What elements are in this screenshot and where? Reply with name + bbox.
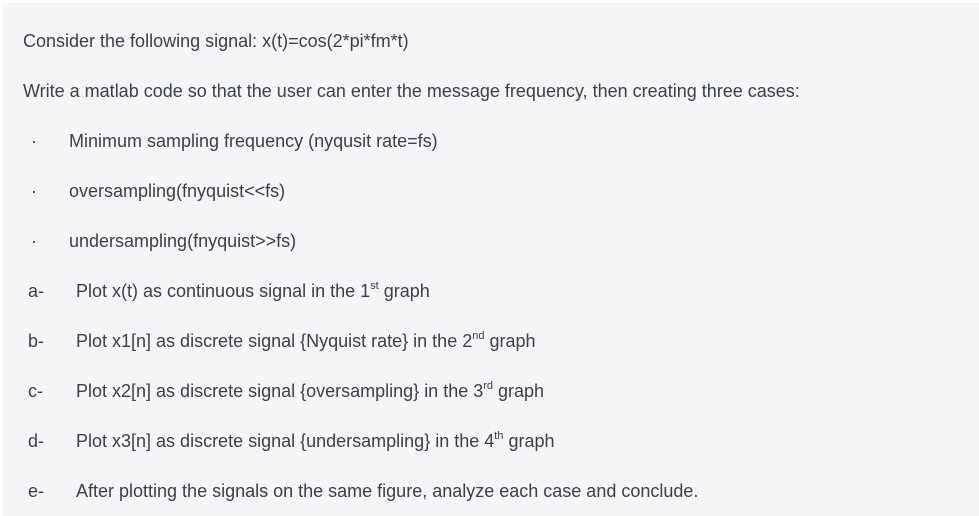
list-item-c: c- Plot x2[n] as discrete signal {oversa…: [23, 381, 959, 402]
item-text-c: Plot x2[n] as discrete signal {oversampl…: [76, 381, 544, 402]
item-text-a-pre: Plot x(t) as continuous signal in the 1: [76, 281, 371, 301]
list-item-a: a- Plot x(t) as continuous signal in the…: [23, 281, 959, 302]
assignment-text-page: Consider the following signal: x(t)=cos(…: [3, 3, 979, 516]
item-ordinal-sup-a: st: [370, 280, 379, 292]
bullet-text-oversampling: oversampling(fnyquist<<fs): [69, 181, 286, 201]
item-ordinal-sup-b: nd: [472, 330, 485, 342]
item-text-e: After plotting the signals on the same f…: [76, 481, 698, 502]
item-text-e-pre: After plotting the signals on the same f…: [76, 481, 699, 501]
item-label-b: b-: [28, 331, 45, 351]
item-ordinal-sup-d: th: [494, 430, 504, 442]
item-text-d-pre: Plot x3[n] as discrete signal {undersamp…: [76, 431, 495, 451]
bullet-text-nyquist: Minimum sampling frequency (nyqusit rate…: [69, 131, 438, 151]
item-label-a: a-: [28, 281, 45, 301]
item-text-c-pre: Plot x2[n] as discrete signal {oversampl…: [76, 381, 484, 401]
bullet-item-oversampling: · oversampling(fnyquist<<fs): [23, 181, 959, 202]
list-item-d: d- Plot x3[n] as discrete signal {unders…: [23, 431, 959, 452]
bullet-dot-icon: ·: [31, 131, 37, 151]
item-text-b-post: graph: [484, 331, 536, 351]
bullet-text-undersampling: undersampling(fnyquist>>fs): [69, 231, 297, 251]
list-item-e: e- After plotting the signals on the sam…: [23, 481, 959, 502]
bullet-dot-icon: ·: [31, 181, 37, 201]
item-label-c: c-: [28, 381, 43, 401]
item-text-c-post: graph: [493, 381, 545, 401]
item-ordinal-sup-c: rd: [483, 380, 494, 392]
item-text-d-post: graph: [503, 431, 555, 451]
paragraph-task-instruction: Write a matlab code so that the user can…: [23, 81, 800, 101]
item-text-a: Plot x(t) as continuous signal in the 1s…: [76, 281, 430, 302]
bullet-dot-icon: ·: [31, 231, 37, 251]
paragraph-signal-definition: Consider the following signal: x(t)=cos(…: [23, 31, 409, 51]
bullet-item-nyquist: · Minimum sampling frequency (nyqusit ra…: [23, 131, 959, 152]
item-text-b: Plot x1[n] as discrete signal {Nyquist r…: [76, 331, 536, 352]
item-label-e: e-: [28, 481, 45, 501]
item-text-a-post: graph: [378, 281, 430, 301]
bullet-item-undersampling: · undersampling(fnyquist>>fs): [23, 231, 959, 252]
list-item-b: b- Plot x1[n] as discrete signal {Nyquis…: [23, 331, 959, 352]
item-label-d: d-: [28, 431, 45, 451]
item-text-b-pre: Plot x1[n] as discrete signal {Nyquist r…: [76, 331, 473, 351]
item-text-d: Plot x3[n] as discrete signal {undersamp…: [76, 431, 555, 452]
